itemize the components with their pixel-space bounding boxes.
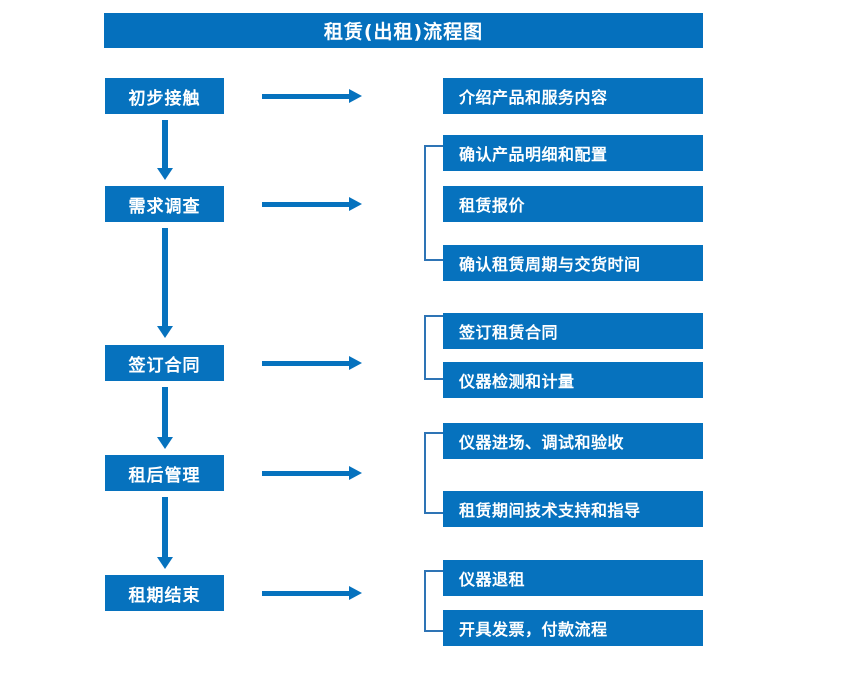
group-bracket-3 [424,432,443,514]
arrow-head [349,356,362,370]
horizontal-arrow-right-3 [262,352,362,374]
detail-box-7[interactable]: 仪器进场、调试和验收 [443,423,703,459]
detail-box-6[interactable]: 仪器检测和计量 [443,362,703,398]
horizontal-arrow-right-2 [262,193,362,215]
vertical-arrow-down-3 [154,387,176,449]
stage-box-4[interactable]: 租后管理 [105,455,224,491]
detail-box-5[interactable]: 签订租赁合同 [443,313,703,349]
arrow-head [349,586,362,600]
arrow-head [157,437,173,449]
arrow-head [157,557,173,569]
arrow-shaft [262,202,350,207]
detail-box-8[interactable]: 租赁期间技术支持和指导 [443,491,703,527]
horizontal-arrow-right-4 [262,462,362,484]
vertical-arrow-down-1 [154,120,176,180]
arrow-head [349,197,362,211]
group-bracket-1 [424,145,443,261]
arrow-shaft [162,497,168,557]
vertical-arrow-down-4 [154,497,176,569]
horizontal-arrow-right-5 [262,582,362,604]
arrow-head [157,168,173,180]
arrow-shaft [162,387,168,437]
arrow-shaft [262,471,350,476]
arrow-shaft [262,591,350,596]
arrow-head [157,326,173,338]
horizontal-arrow-right-1 [262,85,362,107]
arrow-shaft [262,361,350,366]
stage-box-3[interactable]: 签订合同 [105,345,224,381]
stage-box-5[interactable]: 租期结束 [105,575,224,611]
stage-box-1[interactable]: 初步接触 [105,78,224,114]
detail-box-2[interactable]: 确认产品明细和配置 [443,135,703,171]
detail-box-9[interactable]: 仪器退租 [443,560,703,596]
detail-box-4[interactable]: 确认租赁周期与交货时间 [443,245,703,281]
stage-box-2[interactable]: 需求调查 [105,186,224,222]
arrow-shaft [262,94,350,99]
group-bracket-4 [424,570,443,632]
arrow-shaft [162,228,168,326]
page-title: 租赁(出租)流程图 [104,13,703,48]
detail-box-1[interactable]: 介绍产品和服务内容 [443,78,703,114]
arrow-head [349,466,362,480]
vertical-arrow-down-2 [154,228,176,338]
detail-box-10[interactable]: 开具发票，付款流程 [443,610,703,646]
detail-box-3[interactable]: 租赁报价 [443,186,703,222]
arrow-head [349,89,362,103]
group-bracket-2 [424,315,443,380]
arrow-shaft [162,120,168,168]
